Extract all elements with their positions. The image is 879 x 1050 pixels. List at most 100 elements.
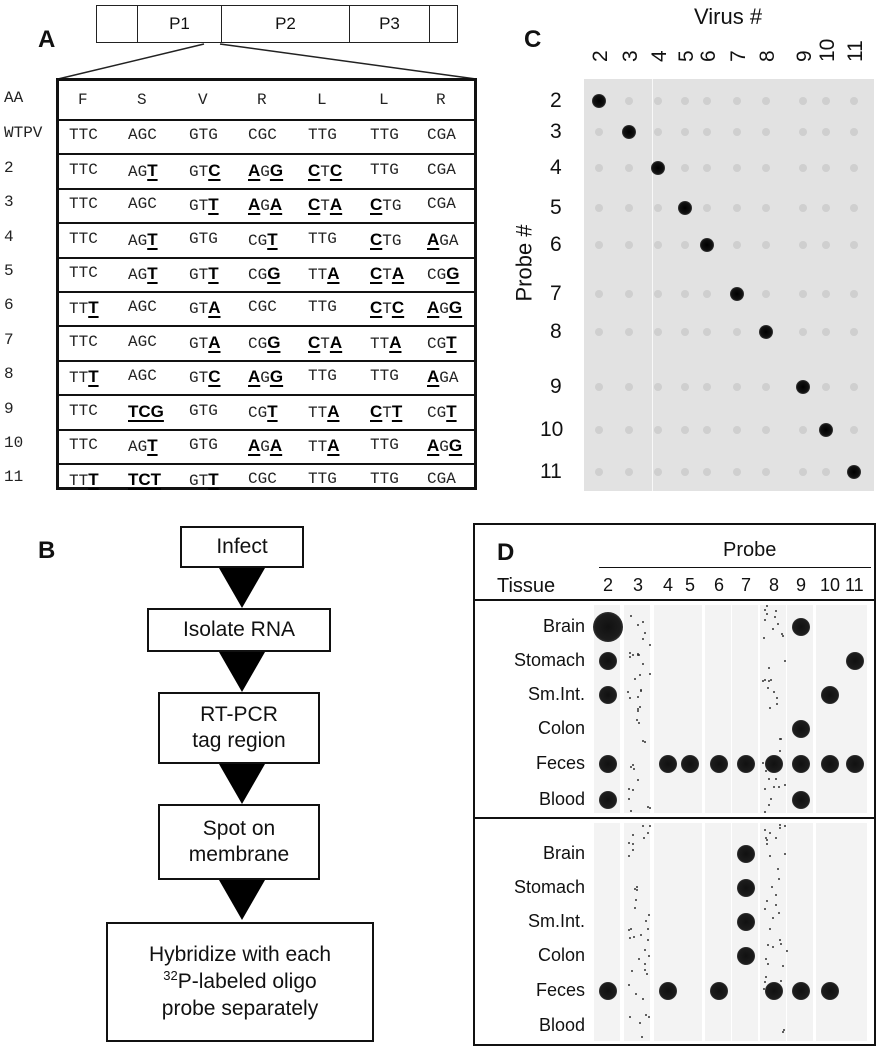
background-speck (768, 706, 771, 709)
faint-dot (822, 290, 830, 298)
probe-label: 7 (550, 282, 562, 305)
virus-label: 6 (697, 50, 720, 62)
background-speck (783, 1029, 786, 1032)
faint-dot (762, 164, 770, 172)
faint-dot (733, 204, 741, 212)
faint-dot (762, 97, 770, 105)
faint-dot (681, 426, 689, 434)
codon: GTG (189, 126, 218, 145)
faint-dot (850, 97, 858, 105)
faint-dot (625, 204, 633, 212)
amino-acid: R (436, 91, 446, 109)
faint-dot (681, 241, 689, 249)
tissue-blot-spot (821, 982, 839, 1000)
probe-label: 9 (550, 375, 562, 398)
hybridization-spot (592, 94, 606, 108)
background-speck (639, 1022, 642, 1025)
faint-dot (850, 383, 858, 391)
faint-dot (625, 241, 633, 249)
background-speck (767, 777, 770, 780)
codon: TTC (69, 229, 98, 248)
background-speck (774, 904, 777, 907)
codon: AGT (128, 160, 158, 181)
gene-map: P1 P2 P3 (96, 5, 458, 43)
virus-label: 5 (675, 50, 698, 62)
faint-dot (762, 241, 770, 249)
faint-dot (733, 97, 741, 105)
background-speck (632, 764, 635, 767)
codon: CGC (248, 298, 277, 317)
tissue-label: Colon (537, 945, 585, 965)
codon: TCT (128, 470, 162, 490)
faint-dot (703, 97, 711, 105)
background-speck (639, 673, 642, 676)
codon: TTG (370, 160, 399, 179)
faint-dot (625, 290, 633, 298)
faint-dot (850, 241, 858, 249)
codon: GTT (189, 195, 219, 216)
background-speck (629, 765, 632, 768)
background-speck (769, 832, 772, 835)
codon: CGG (248, 332, 281, 353)
codon: GTG (189, 229, 218, 248)
background-speck (630, 969, 633, 972)
probe-label: 3 (550, 120, 562, 143)
codon: TTG (370, 436, 399, 454)
faint-dot (654, 241, 662, 249)
faint-dot (595, 128, 603, 136)
amino-acid: L (317, 91, 327, 109)
probe-number: 8 (769, 575, 780, 595)
tissue-blot-spot (792, 720, 810, 738)
faint-dot (762, 128, 770, 136)
background-speck (779, 938, 782, 941)
codon: CTA (308, 195, 343, 216)
codon: TTA (370, 332, 402, 353)
faint-dot (654, 383, 662, 391)
faint-dot (733, 426, 741, 434)
background-speck (784, 853, 787, 856)
tissue-blot-spot (599, 982, 617, 1000)
background-speck (638, 957, 641, 960)
faint-dot (703, 383, 711, 391)
gene-segment-p3: P3 (349, 6, 429, 42)
background-speck (763, 609, 766, 612)
background-speck (763, 678, 766, 681)
sequence-row-label: 9 (4, 399, 14, 418)
probe-label: 11 (540, 460, 562, 483)
faint-dot (681, 164, 689, 172)
background-speck (636, 708, 639, 711)
background-speck (781, 964, 784, 967)
background-speck (649, 824, 652, 827)
probe-number: 4 (663, 575, 674, 595)
codon: TTC (69, 436, 98, 454)
codon: GTG (189, 436, 218, 454)
faint-dot (681, 97, 689, 105)
codon: CTT (370, 401, 403, 422)
codon: CTG (370, 195, 402, 216)
codon: TTG (370, 367, 399, 386)
background-speck (783, 660, 786, 662)
background-speck (640, 688, 643, 691)
background-speck (769, 855, 772, 858)
tissue-blot-spot (792, 982, 810, 1000)
codon: TTT (69, 298, 99, 319)
probe-header: Probe (723, 539, 777, 561)
faint-dot (625, 328, 633, 336)
background-speck (642, 663, 645, 666)
background-speck (631, 842, 634, 845)
faint-dot (733, 468, 741, 476)
background-speck (643, 969, 646, 972)
background-speck (765, 769, 767, 772)
codon: TTG (308, 367, 337, 386)
codon: TTG (308, 126, 337, 145)
codon: AGT (128, 436, 158, 456)
gene-segment-p2: P2 (221, 6, 349, 42)
faint-dot (595, 164, 603, 172)
codon: CGG (248, 264, 281, 284)
tissue-blot-spot (599, 791, 617, 809)
faint-dot (625, 468, 633, 476)
faint-dot (850, 290, 858, 298)
background-speck (636, 696, 639, 699)
faint-dot (822, 328, 830, 336)
amino-acid: L (379, 91, 389, 109)
